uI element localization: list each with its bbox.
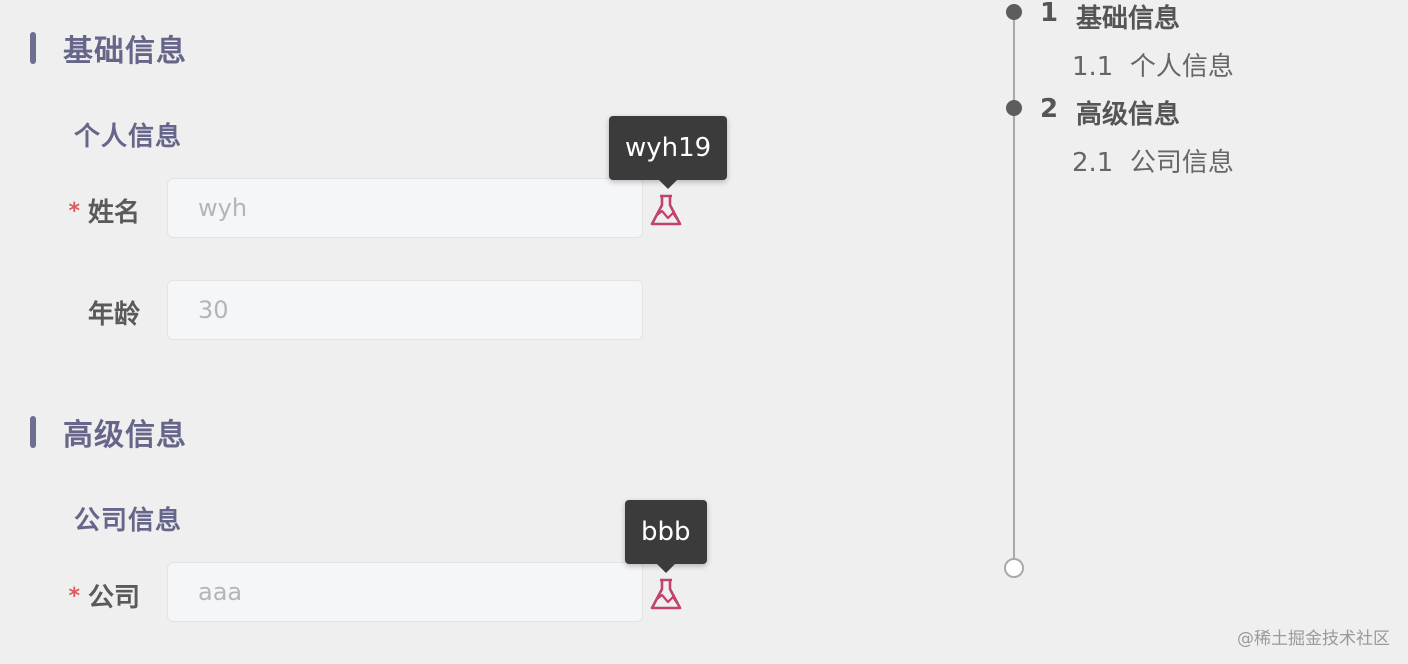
section-title-text: 基础信息 [63, 34, 187, 69]
section-title-basic: 基础信息 [30, 26, 187, 70]
name-input[interactable] [167, 178, 643, 238]
required-marker: * [68, 199, 80, 224]
anchor-item-number[interactable]: 1 [1040, 0, 1059, 28]
anchor-subitem-personal[interactable]: 1.1 个人信息 [1072, 52, 1234, 82]
section-accent-bar [30, 32, 36, 64]
age-label: 年龄 [87, 300, 140, 330]
name-tooltip: wyh19 [609, 116, 728, 189]
anchor-item-number[interactable]: 2 [1040, 94, 1059, 124]
flask-icon[interactable] [649, 193, 683, 227]
required-marker: * [68, 584, 80, 609]
section-title-advanced: 高级信息 [30, 410, 187, 454]
anchor-rail [1013, 10, 1015, 566]
anchor-subitem-company[interactable]: 2.1 公司信息 [1072, 148, 1234, 178]
watermark: @稀土掘金技术社区 [1237, 629, 1390, 649]
subsection-title-personal: 个人信息 [74, 122, 183, 152]
anchor-item-basic[interactable]: 基础信息 [1076, 4, 1181, 34]
subsection-title-company: 公司信息 [74, 506, 183, 536]
company-label: *公司 [68, 583, 140, 613]
company-tooltip: bbb [625, 500, 707, 573]
section-accent-bar [30, 416, 36, 448]
anchor-dot [1006, 4, 1022, 20]
anchor-item-advanced[interactable]: 高级信息 [1076, 100, 1181, 130]
anchor-dot [1006, 100, 1022, 116]
name-label: *姓名 [68, 198, 140, 228]
company-input[interactable] [167, 562, 643, 622]
age-input[interactable] [167, 280, 643, 340]
section-title-text: 高级信息 [63, 418, 187, 453]
flask-icon[interactable] [649, 577, 683, 611]
anchor-end-dot [1004, 558, 1024, 578]
